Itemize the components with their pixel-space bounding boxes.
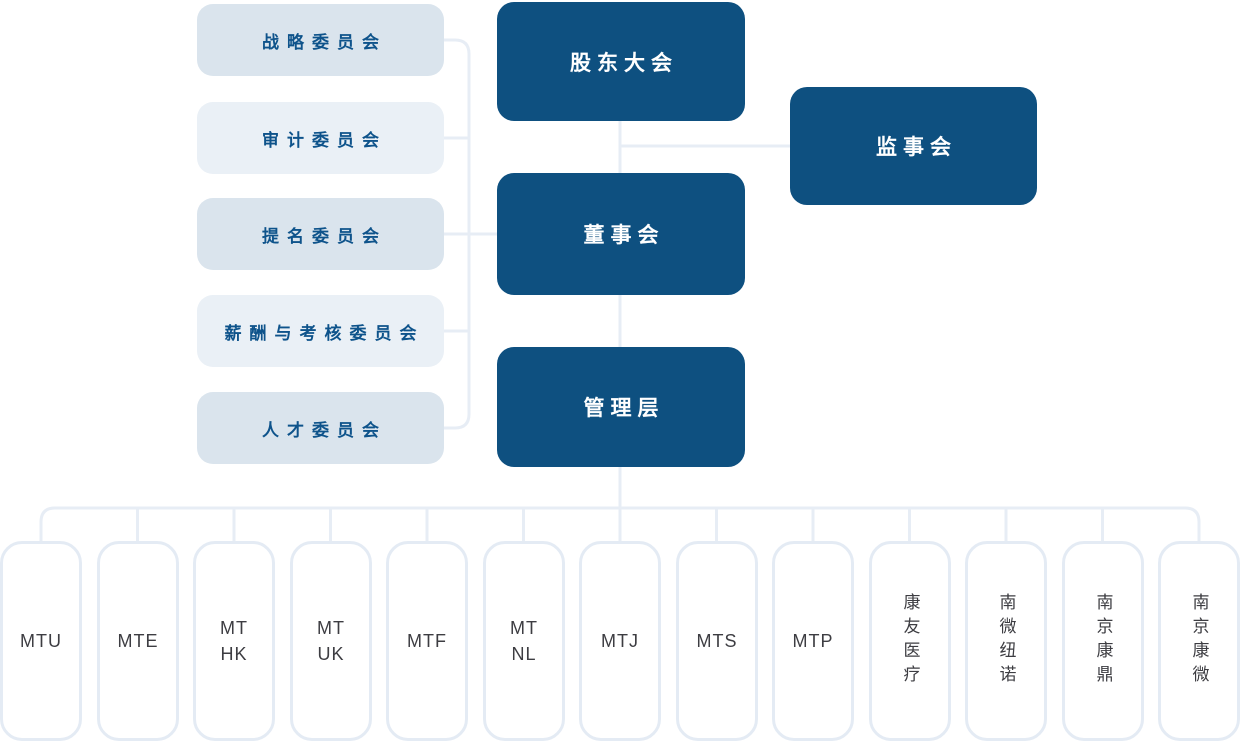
subsidiary-box: MTU	[0, 541, 82, 741]
subsidiary-box: MTE	[97, 541, 179, 741]
committee-box: 审计委员会	[197, 102, 444, 174]
subsidiary-box: MT HK	[193, 541, 275, 741]
management-box: 管理层	[497, 347, 745, 467]
subsidiary-box: MT UK	[290, 541, 372, 741]
supervisory-board-box: 监事会	[790, 87, 1037, 205]
subsidiary-box: 南微纽诺	[965, 541, 1047, 741]
shareholders-meeting-box: 股东大会	[497, 2, 745, 121]
subsidiary-box: 康友医疗	[869, 541, 951, 741]
committee-box: 人才委员会	[197, 392, 444, 464]
subsidiary-box: 南京康微	[1158, 541, 1240, 741]
subsidiary-box: MTS	[676, 541, 758, 741]
committee-box: 战略委员会	[197, 4, 444, 76]
rail-drop-lines	[136, 508, 1104, 541]
committee-box: 提名委员会	[197, 198, 444, 270]
committee-box: 薪酬与考核委员会	[197, 295, 444, 367]
subsidiary-box: MTF	[386, 541, 468, 741]
board-of-directors-box: 董事会	[497, 173, 745, 295]
subsidiary-box: MTJ	[579, 541, 661, 741]
subsidiary-box: 南京康鼎	[1062, 541, 1144, 741]
subsidiary-box: MTP	[772, 541, 854, 741]
subsidiary-box: MT NL	[483, 541, 565, 741]
